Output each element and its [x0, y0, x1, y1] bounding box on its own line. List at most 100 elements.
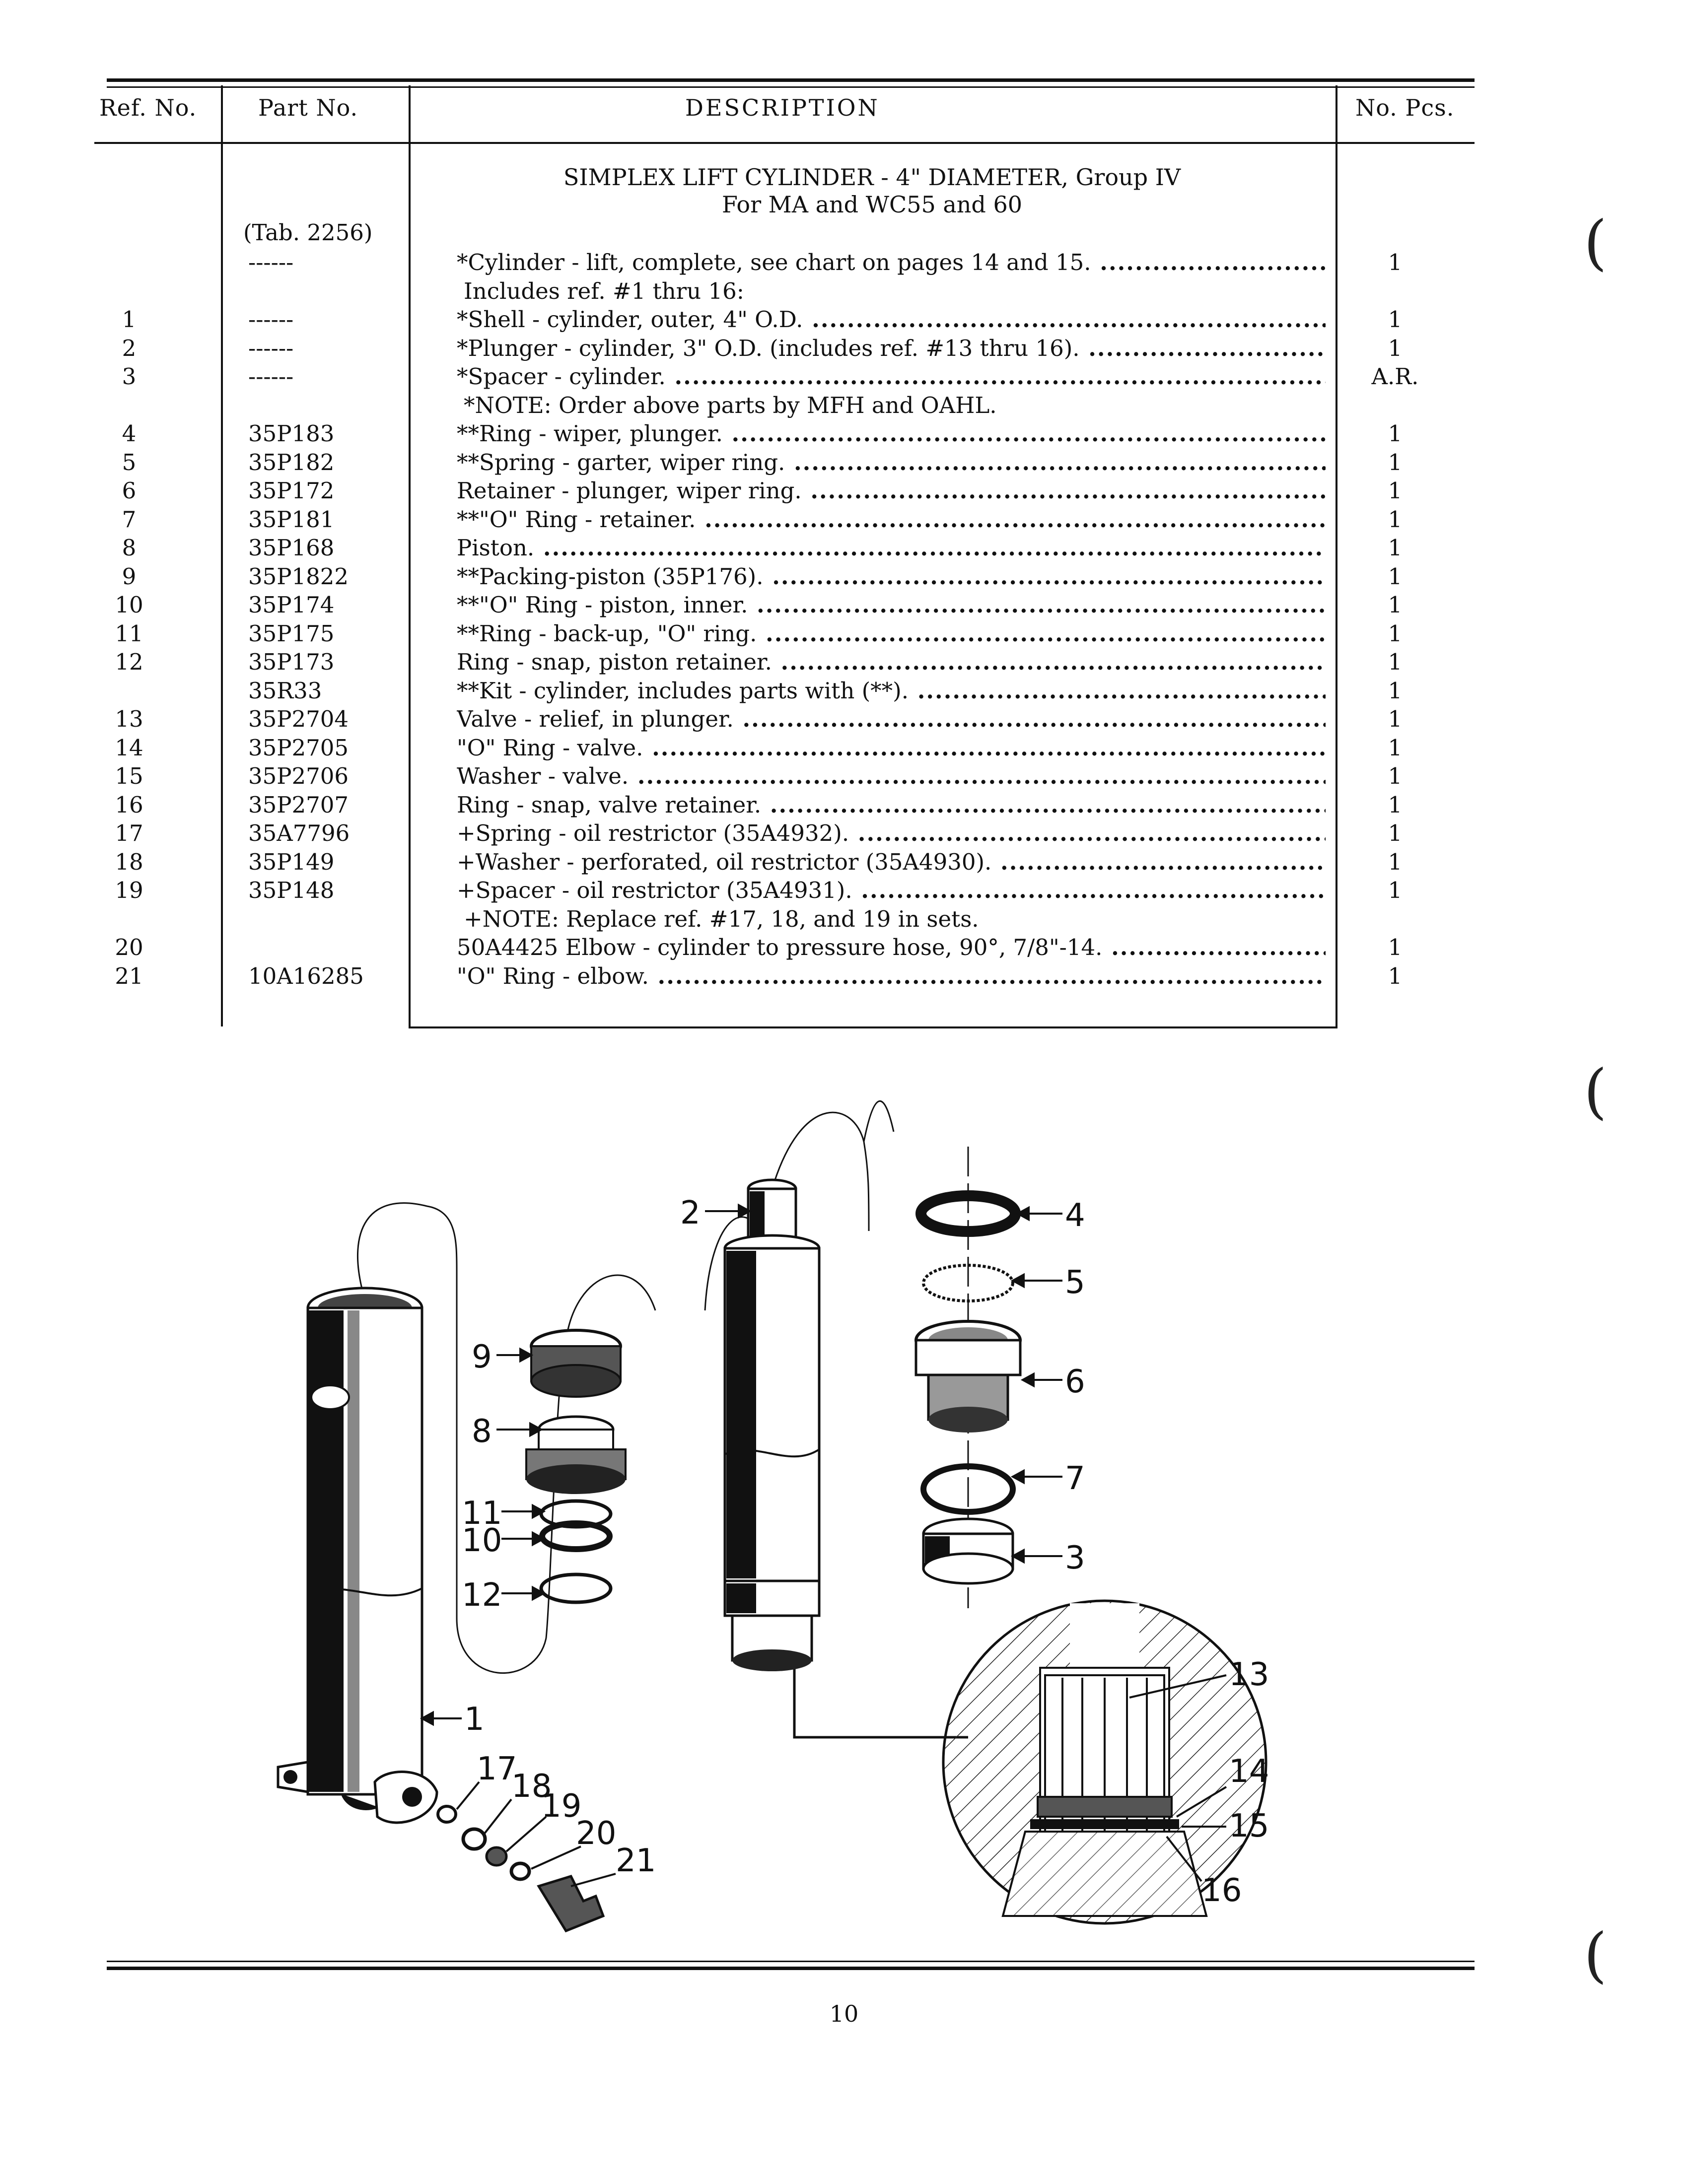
- callouts: [420, 1203, 1227, 1887]
- callout-7: 7: [1065, 1460, 1085, 1497]
- part-number: 35P172: [248, 478, 335, 504]
- part-number: 35P2705: [248, 734, 349, 761]
- part-number: ------: [248, 249, 294, 275]
- ref-number: 13: [115, 706, 143, 732]
- ref-number: 16: [115, 791, 143, 818]
- quantity: 1: [1388, 706, 1403, 732]
- part-description: **Ring - back-up, "O" ring.: [457, 619, 1326, 648]
- margin-mark: (: [1584, 208, 1607, 277]
- parts-row: 35R33**Kit - cylinder, includes parts wi…: [0, 677, 1688, 705]
- bottom-rule-thick: [107, 1967, 1475, 1970]
- tab-label: (Tab. 2256): [243, 219, 373, 246]
- parts-row: 20 50A4425 Elbow - cylinder to pressure h…: [0, 933, 1688, 962]
- part-description: *NOTE: Order above parts by MFH and OAHL…: [464, 392, 997, 418]
- part-description: *Spacer - cylinder.: [457, 362, 1326, 391]
- bottom-rule-thin: [107, 1961, 1475, 1962]
- ref-number: 9: [122, 563, 137, 590]
- part-description: *Plunger - cylinder, 3" O.D. (includes r…: [457, 334, 1326, 363]
- part-number: 35P174: [248, 592, 335, 618]
- quantity: 1: [1388, 848, 1403, 875]
- part-description: Includes ref. #1 thru 16:: [464, 277, 744, 304]
- margin-mark: (: [1584, 1921, 1607, 1990]
- plunger-part: [723, 1178, 821, 1671]
- ref-number: 3: [122, 363, 137, 390]
- parts-row: 2 ------ *Plunger - cylinder, 3" O.D. (inc…: [0, 334, 1688, 363]
- elbow-fitting-part: [537, 1874, 605, 1933]
- callout-6: 6: [1065, 1364, 1085, 1400]
- quantity: 1: [1388, 677, 1403, 704]
- callout-2: 2: [680, 1195, 701, 1231]
- part-description: "O" Ring - elbow.: [457, 962, 1326, 991]
- quantity: 1: [1388, 506, 1403, 533]
- part-number: 35P2706: [248, 763, 349, 789]
- ref-number: 18: [115, 848, 143, 875]
- header-underline: [94, 142, 1475, 144]
- part-description: Piston.: [457, 534, 1326, 562]
- quantity: 1: [1388, 877, 1403, 903]
- quantity: 1: [1388, 335, 1403, 361]
- quantity: 1: [1388, 791, 1403, 818]
- group-title: SIMPLEX LIFT CYLINDER - 4" DIAMETER, Gro…: [563, 164, 1181, 191]
- part-number: 35P2707: [248, 791, 349, 818]
- part-description: **Kit - cylinder, includes parts with (*…: [457, 677, 1326, 705]
- header-ref-no: Ref. No.: [99, 94, 197, 121]
- callout-11: 11: [462, 1495, 502, 1532]
- quantity: 1: [1388, 420, 1403, 447]
- quantity: 1: [1388, 934, 1403, 960]
- spacer-part: [922, 1517, 1014, 1585]
- callout-15: 15: [1229, 1808, 1269, 1844]
- margin-mark: (: [1584, 1057, 1607, 1126]
- part-description: *Cylinder - lift, complete, see chart on…: [457, 248, 1326, 277]
- quantity: 1: [1388, 763, 1403, 789]
- ref-number: 20: [115, 934, 143, 960]
- quantity: 1: [1388, 620, 1403, 647]
- page-number: 10: [829, 2000, 859, 2027]
- wire-curve-shell: [356, 1202, 656, 1674]
- ref-number: 10: [115, 592, 143, 618]
- callout-5: 5: [1065, 1264, 1085, 1301]
- part-description: +NOTE: Replace ref. #17, 18, and 19 in s…: [464, 905, 979, 932]
- part-number: 35P168: [248, 535, 335, 561]
- perforated-washer-part: [461, 1827, 487, 1851]
- ref-number: 4: [122, 420, 137, 447]
- ref-number: 19: [115, 877, 143, 903]
- part-number: ------: [248, 363, 294, 390]
- ref-number: 2: [122, 335, 137, 361]
- small-parts: [436, 1805, 605, 1933]
- part-description: **"O" Ring - piston, inner.: [457, 591, 1326, 619]
- ref-number: 14: [115, 734, 143, 761]
- part-description: **Packing-piston (35P176).: [457, 562, 1326, 591]
- part-description: 50A4425 Elbow - cylinder to pressure hos…: [457, 933, 1326, 962]
- quantity: 1: [1388, 563, 1403, 590]
- group-subtitle: For MA and WC55 and 60: [721, 191, 1023, 218]
- part-number: 35P149: [248, 848, 335, 875]
- oil-restrictor-spring-part: [436, 1805, 457, 1824]
- part-description: Ring - snap, piston retainer.: [457, 648, 1326, 677]
- ref-number: 6: [122, 478, 137, 504]
- garter-spring-part: [922, 1264, 1014, 1302]
- quantity: 1: [1388, 478, 1403, 504]
- parts-row: +NOTE: Replace ref. #17, 18, and 19 in s…: [0, 905, 1688, 934]
- ref-number: 8: [122, 535, 137, 561]
- retainer-o-ring-part: [920, 1463, 1016, 1515]
- part-number: 35P183: [248, 420, 335, 447]
- part-number: 10A16285: [248, 962, 364, 989]
- quantity: 1: [1388, 820, 1403, 846]
- header-description: DESCRIPTION: [685, 94, 880, 121]
- part-description: +Spring - oil restrictor (35A4932).: [457, 819, 1326, 848]
- tab-reference: (Tab. 2256): [0, 218, 1688, 247]
- callout-17: 17: [477, 1751, 517, 1787]
- callout-9: 9: [472, 1339, 492, 1375]
- column-divider-ref: [221, 85, 223, 143]
- part-number: ------: [248, 335, 294, 361]
- callout-12: 12: [462, 1577, 502, 1614]
- callout-1: 1: [464, 1701, 485, 1738]
- ref-number: 17: [115, 820, 143, 846]
- wiper-ring-part: [915, 1190, 1021, 1237]
